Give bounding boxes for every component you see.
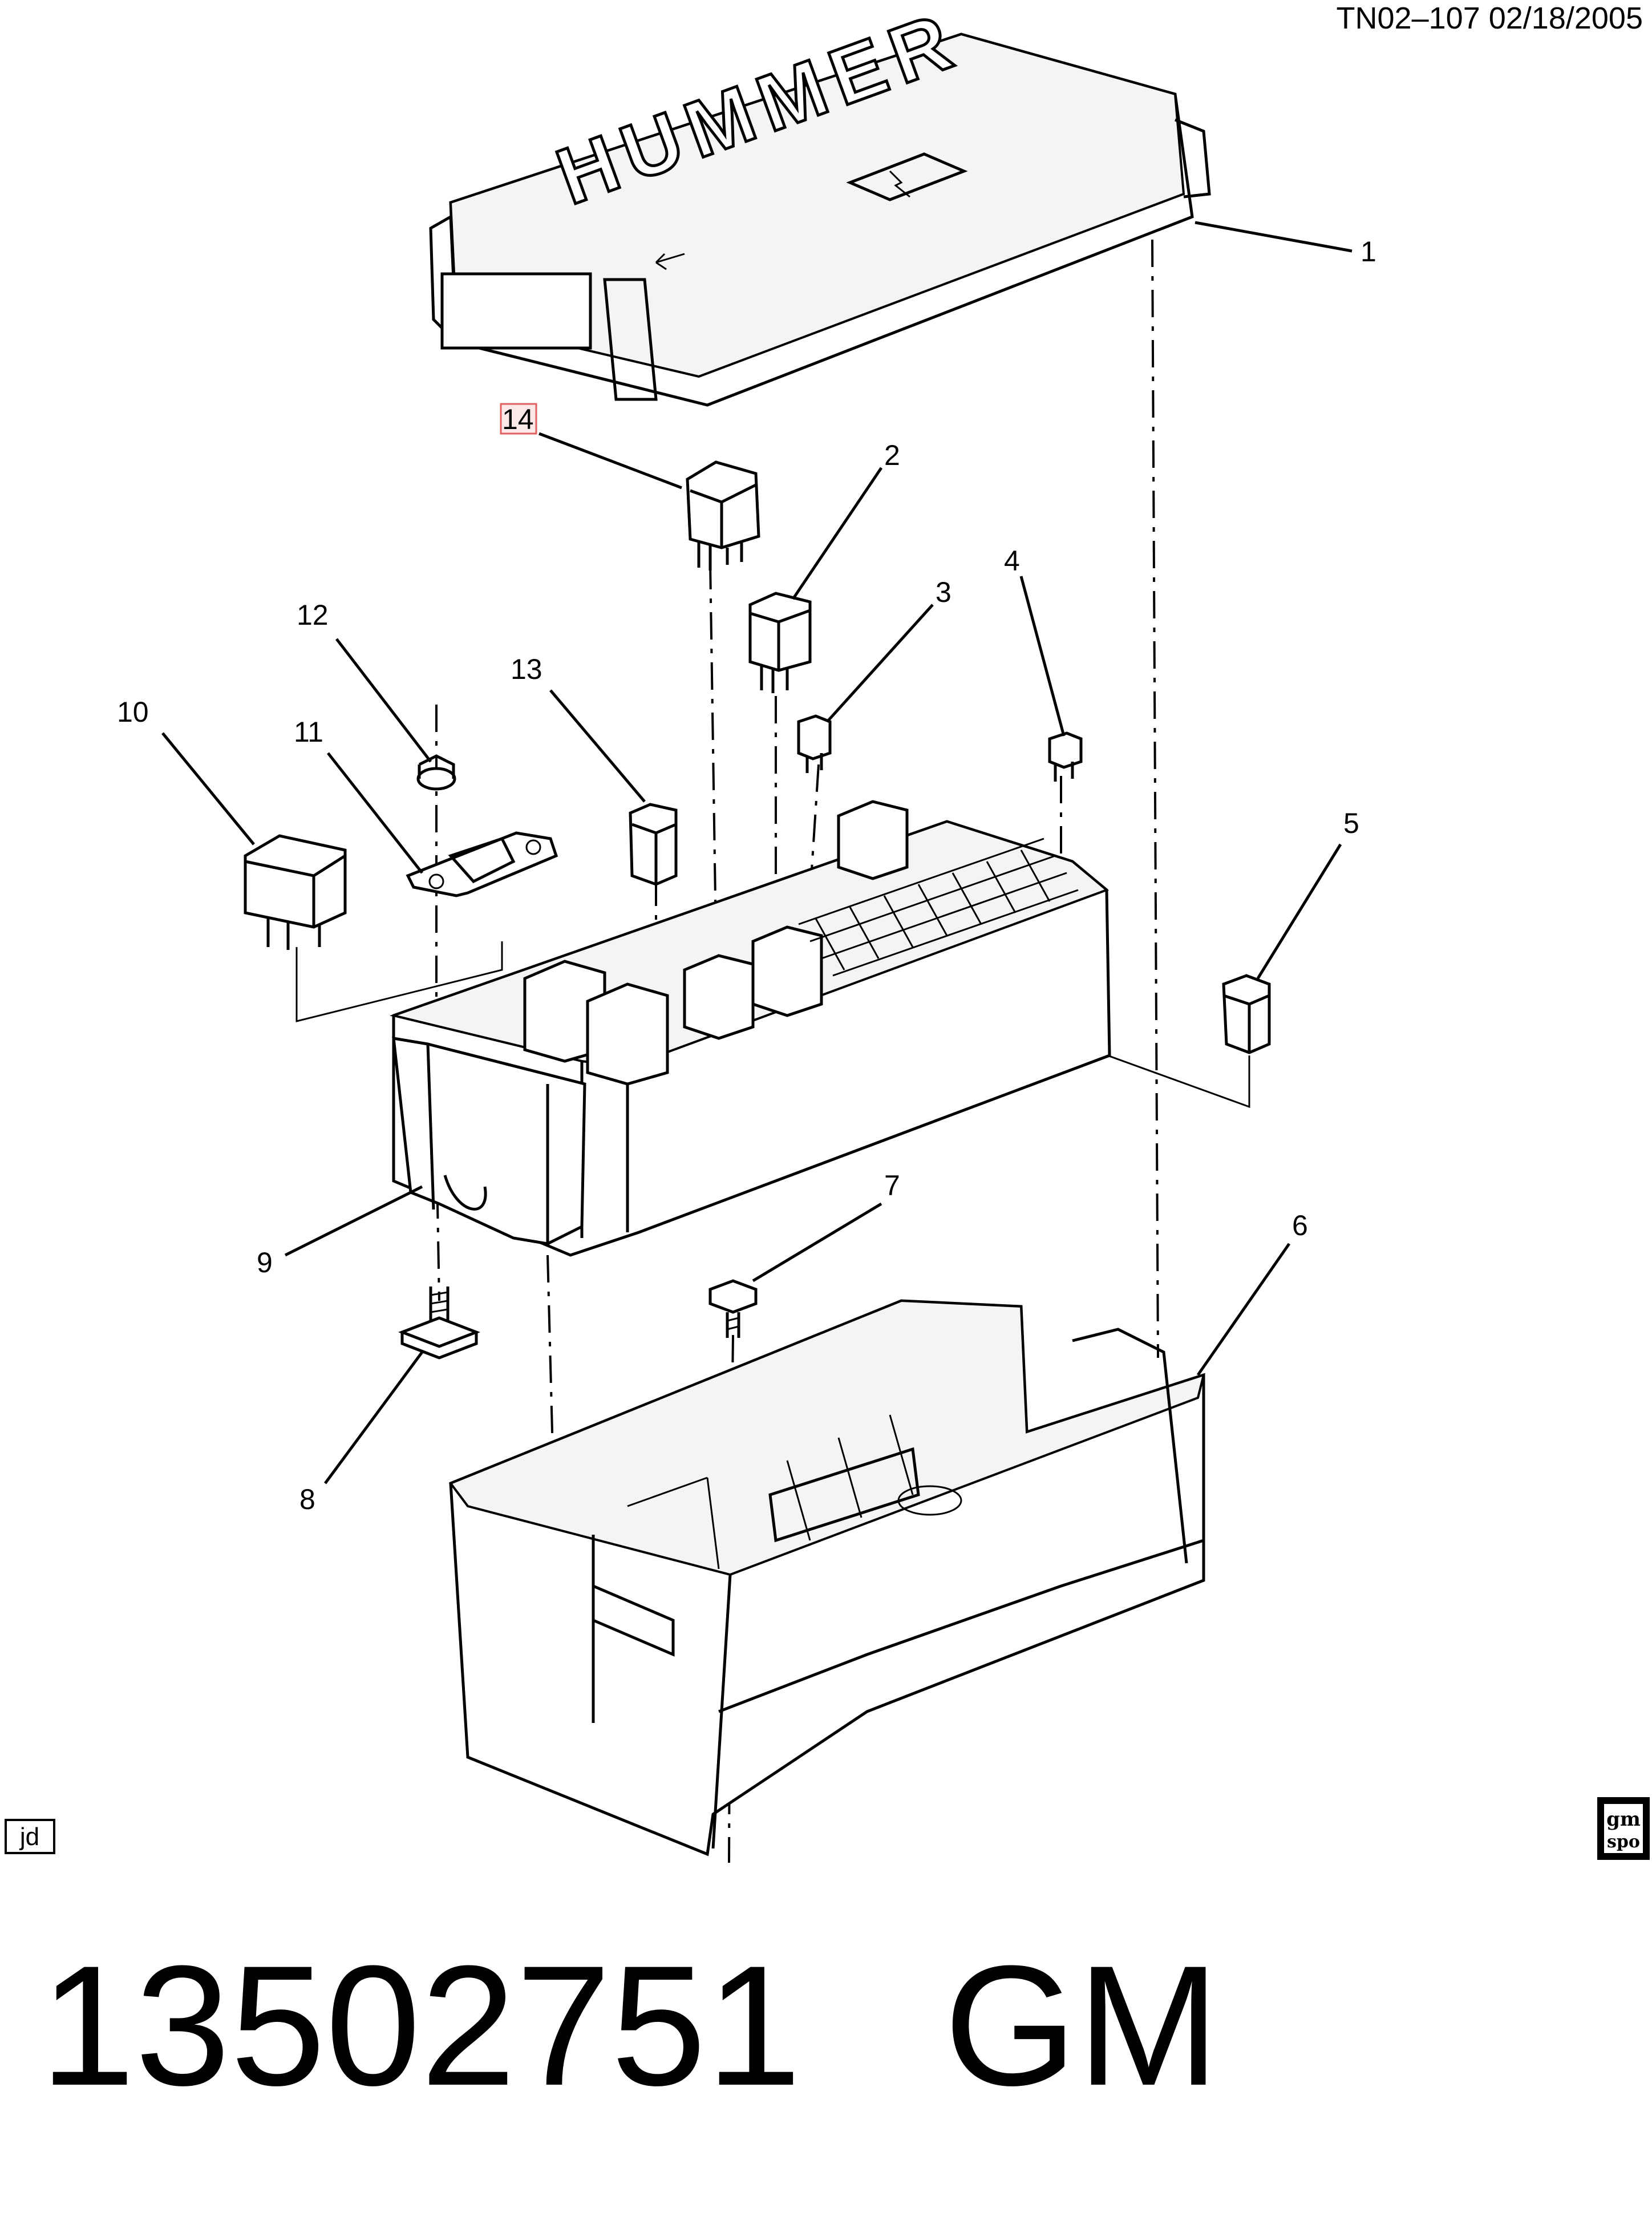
callout-4: 4 <box>1004 545 1020 577</box>
doc-code: TN02–107 02/18/2005 <box>1337 1 1643 35</box>
callout-10: 10 <box>117 696 149 728</box>
stud-8 <box>398 1287 480 1360</box>
badge-jd-text: jd <box>19 1823 39 1851</box>
callout-1: 1 <box>1361 236 1376 268</box>
callout-8: 8 <box>299 1483 315 1515</box>
bolt-7 <box>708 1279 758 1338</box>
callout-11: 11 <box>294 716 323 748</box>
callout-14-highlight <box>500 403 537 435</box>
callout-2: 2 <box>884 439 900 471</box>
svg-text:gm: gm <box>1606 1808 1641 1831</box>
part-number-footer: 13502751 GM <box>40 1940 1220 2111</box>
relay-2 <box>748 592 812 693</box>
busbar-11 <box>406 831 558 897</box>
lower-tray-6 <box>448 1299 1205 1856</box>
svg-text:spo: spo <box>1607 1832 1640 1852</box>
fuse-block-9 <box>389 800 1111 1257</box>
part-number: 13502751 <box>40 1929 801 2121</box>
fuse-3 <box>797 714 832 773</box>
fuse-13 <box>629 803 678 886</box>
cover: HUMMER <box>429 0 1211 407</box>
callout-6: 6 <box>1292 1209 1308 1241</box>
callout-14: 14 <box>502 403 534 435</box>
leader-lines <box>161 221 1353 1484</box>
callouts: 1 2 3 4 5 6 7 8 9 10 11 12 13 14 <box>117 236 1376 1515</box>
gm-spo-logo: gm spo <box>1597 1797 1650 1860</box>
callout-7: 7 <box>884 1170 900 1202</box>
brand: GM <box>944 1929 1220 2121</box>
badge-jd: jd <box>5 1819 55 1854</box>
relay-10 <box>244 834 347 950</box>
callout-5: 5 <box>1343 807 1359 839</box>
callout-13: 13 <box>511 653 542 685</box>
fuse-4 <box>1048 731 1083 782</box>
callout-3: 3 <box>936 576 951 608</box>
relay-14 <box>686 460 760 571</box>
callout-9: 9 <box>257 1247 273 1279</box>
callout-12: 12 <box>297 599 329 631</box>
fuse-5 <box>1222 974 1271 1054</box>
